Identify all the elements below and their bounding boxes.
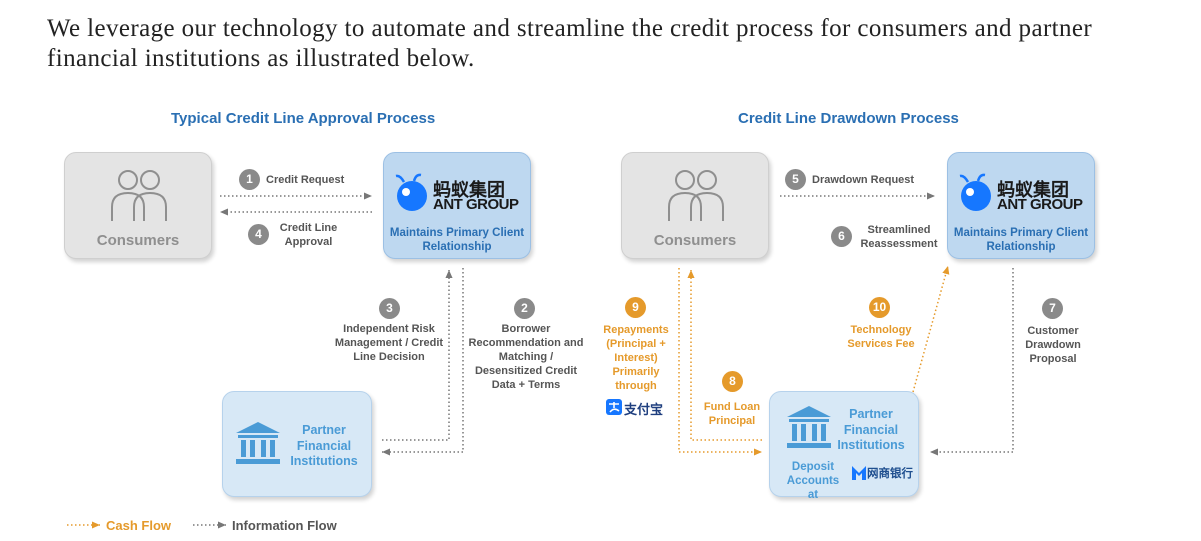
consumers-box-left: Consumers: [64, 152, 212, 259]
ant-group-role: Maintains Primary Client Relationship: [953, 227, 1089, 253]
step-7-badge: 7: [1042, 298, 1063, 319]
partner-fi-box-right: Partner Financial Institutions Deposit A…: [769, 391, 919, 501]
alipay-label: 支付宝: [624, 402, 664, 417]
partner-fi-label: Partner Financial Institutions: [290, 423, 358, 468]
intro-paragraph: We leverage our technology to automate a…: [47, 15, 1093, 72]
ant-group-chinese-name: 蚂蚁集团: [433, 180, 505, 200]
step-2-badge: 2: [514, 298, 535, 319]
step-2-label: Borrower Recommendation and Matching / D…: [468, 323, 584, 391]
arrow-tech-fee: [912, 265, 950, 393]
step-8-badge: 8: [722, 371, 743, 392]
step-9-badge: 9: [625, 297, 646, 318]
ant-logo-icon: [959, 173, 991, 211]
step-8-label: Fund Loan Principal: [703, 401, 761, 427]
step-7-label: Customer Drawdown Proposal: [1025, 325, 1081, 365]
ant-logo-icon: [395, 173, 427, 211]
ant-group-english-name: ANT GROUP: [433, 196, 519, 213]
partner-fi-label: Partner Financial Institutions: [837, 407, 905, 452]
mybank-label: 网商银行: [867, 468, 913, 480]
step-4-badge: 4: [248, 224, 269, 245]
partner-fi-box-left: Partner Financial Institutions: [222, 391, 372, 497]
arrow-fund-loan: [678, 268, 762, 456]
step-4-label: Credit Line Approval: [279, 222, 338, 248]
step-3-badge: 3: [379, 298, 400, 319]
step-10-label: Technology Services Fee: [847, 324, 915, 350]
consumers-label: Consumers: [96, 232, 180, 249]
step-1-badge: 1: [239, 169, 260, 190]
step-9-label: Repayments (Principal + Interest) Primar…: [603, 324, 669, 392]
ant-group-english-name: ANT GROUP: [997, 196, 1083, 213]
people-icon: [668, 170, 724, 221]
arrow-repayments: [687, 270, 762, 441]
arrow-drawdown-proposal: [930, 268, 1014, 456]
step-5-label: Drawdown Request: [812, 174, 915, 186]
step-6-badge: 6: [831, 226, 852, 247]
deposit-accounts-label: Deposit Accounts at: [786, 461, 840, 501]
arrow-risk-decision: [382, 270, 453, 441]
ant-group-role: Maintains Primary Client Relationship: [389, 227, 525, 253]
consumers-box-right: Consumers: [621, 152, 769, 259]
bank-icon: [236, 422, 280, 464]
mybank-logo-icon: [852, 466, 866, 480]
arrow-borrower-recommendation: [382, 268, 464, 456]
step-6-label: Streamlined Reassessment: [860, 224, 938, 250]
consumers-label: Consumers: [653, 232, 737, 249]
step-1-label: Credit Request: [266, 174, 345, 186]
step-3-label: Independent Risk Management / Credit Lin…: [334, 323, 444, 363]
step-10-badge: 10: [869, 297, 890, 318]
bank-icon: [787, 406, 831, 448]
drawdown-process-title: Credit Line Drawdown Process: [738, 110, 959, 127]
legend-information-flow: Information Flow: [232, 518, 337, 533]
ant-group-box-left: 蚂蚁集团 ANT GROUP Maintains Primary Client …: [383, 152, 531, 259]
ant-group-chinese-name: 蚂蚁集团: [997, 180, 1069, 200]
step-5-badge: 5: [785, 169, 806, 190]
ant-group-box-right: 蚂蚁集团 ANT GROUP Maintains Primary Client …: [947, 152, 1095, 259]
legend-cash-flow: Cash Flow: [106, 518, 172, 533]
people-icon: [111, 170, 167, 221]
approval-process-title: Typical Credit Line Approval Process: [171, 110, 436, 127]
alipay-logo-icon: [606, 399, 622, 415]
